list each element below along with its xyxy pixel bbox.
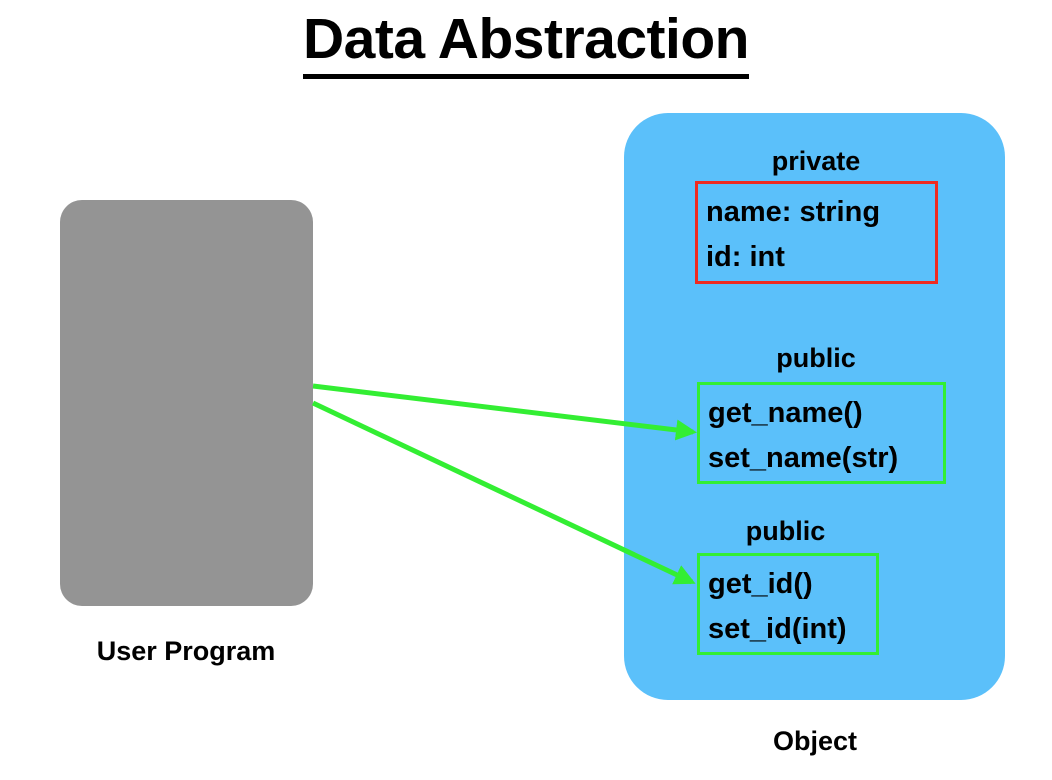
user-program-box [60,200,313,606]
object-label: Object [772,726,858,756]
private-members-box: name: string id: int [695,181,938,284]
public-id-members-box: get_id() set_id(int) [697,553,879,655]
member-line: get_name() [708,397,863,429]
member-line: get_id() [708,568,813,600]
section-caption-public-name: public [776,343,856,373]
member-line: set_name(str) [708,442,899,474]
public-name-members-box: get_name() set_name(str) [697,382,946,484]
user-program-label: User Program [96,636,276,666]
member-line: name: string [706,196,881,228]
member-line: set_id(int) [708,613,847,645]
section-caption-private: private [771,146,861,176]
page-title: Data Abstraction [0,6,1052,79]
member-line: id: int [706,241,785,273]
page-title-text: Data Abstraction [303,9,749,79]
section-caption-public-id: public [745,516,826,546]
